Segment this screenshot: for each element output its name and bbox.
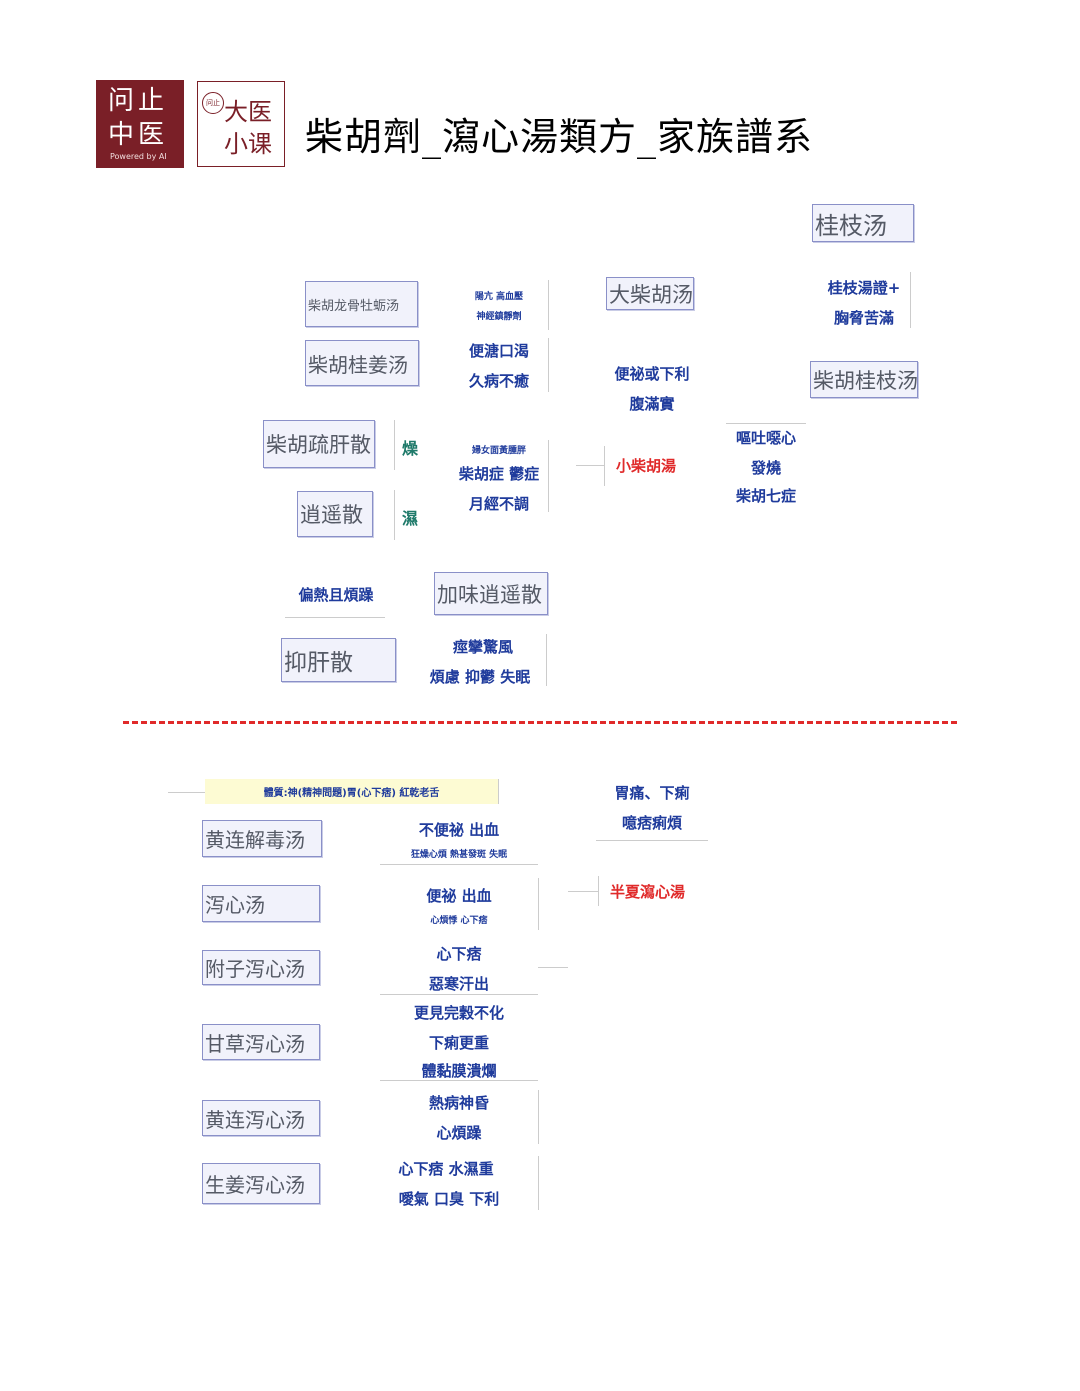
label-qizheng: 柴胡七症 xyxy=(735,487,796,505)
connector-line xyxy=(394,490,395,540)
box-chaihu-longgu-muli-tang: 柴胡龙骨牡蛎汤 xyxy=(305,281,418,327)
logo-seal: 问止 xyxy=(202,92,224,114)
dayi-xiaoke-logo: 问止 大医 小课 xyxy=(197,81,285,167)
connector-line xyxy=(538,1156,539,1210)
connector-line xyxy=(498,779,499,804)
label-aiqi: 噯氣 口臭 下利 xyxy=(398,1190,500,1208)
box-yigan-san: 抑肝散 xyxy=(281,638,396,682)
label-bianmi-chuxue: 便祕 出血 xyxy=(426,887,492,905)
label-xinfanzao: 心煩躁 xyxy=(436,1124,482,1142)
box-guizhi-tang: 桂枝汤 xyxy=(812,204,914,242)
logo-line1: 问止 xyxy=(108,86,169,116)
label-pianre: 偏熱且煩躁 xyxy=(298,586,374,604)
box-chaihu-guijiang-tang: 柴胡桂姜汤 xyxy=(305,340,419,386)
connector-line xyxy=(576,465,604,466)
logo-tagline: Powered by AI xyxy=(110,152,167,161)
label-bianmi: 便祕或下利 xyxy=(614,365,690,383)
box-huanglian-xiexin-tang: 黄连泻心汤 xyxy=(202,1100,320,1136)
label-kuangzao: 狂燥心煩 熱甚發斑 失眠 xyxy=(410,850,508,860)
label-shi: 濕 xyxy=(402,509,419,528)
connector-line xyxy=(380,864,538,865)
connector-line xyxy=(538,967,568,968)
connector-line xyxy=(168,792,205,793)
label-pishui: 心下痞 水濕重 xyxy=(398,1160,494,1178)
label-xiao-chaihu-tang: 小柴胡湯 xyxy=(616,457,677,475)
label-gengjian: 更見完穀不化 xyxy=(413,1004,504,1022)
connector-line xyxy=(548,440,549,512)
label-weitong: 胃痛、下痢 xyxy=(614,784,690,802)
wenzhi-logo: 问止 中医 Powered by AI xyxy=(96,80,184,168)
label-fashao: 發燒 xyxy=(750,459,781,477)
label-xiongxie: 胸脅苦滿 xyxy=(833,309,894,327)
connector-line xyxy=(604,446,605,486)
label-funu: 婦女面黃腫胖 xyxy=(471,446,526,456)
connector-line xyxy=(380,994,538,995)
box-huanglian-jiedu-tang: 黄连解毒汤 xyxy=(202,820,322,857)
connector-line xyxy=(568,891,598,892)
label-banxia-xiexin-tang: 半夏瀉心湯 xyxy=(610,883,686,901)
connector-line xyxy=(598,876,599,906)
section-divider xyxy=(123,721,957,724)
connector-line xyxy=(394,420,395,470)
label-jiubing: 久病不癒 xyxy=(468,372,529,390)
logo2-line1: 大医 xyxy=(224,98,272,126)
box-shengjiang-xiexin-tang: 生姜泻心汤 xyxy=(202,1163,320,1204)
box-jiawei-xiaoyao-san: 加味逍遥散 xyxy=(434,572,548,615)
label-xiali: 下痢更重 xyxy=(428,1034,489,1052)
label-rebing: 熱病神昏 xyxy=(428,1094,489,1112)
box-gancao-xiexin-tang: 甘草泻心汤 xyxy=(202,1024,320,1060)
connector-line xyxy=(538,1090,539,1144)
page-title: 柴胡劑_瀉心湯類方_家族譜系 xyxy=(305,115,814,159)
connector-line xyxy=(726,423,806,424)
box-xiaoyao-san: 逍遥散 xyxy=(297,491,373,537)
label-shenjing: 神經鎮靜劑 xyxy=(476,312,522,322)
label-yuejing: 月經不調 xyxy=(468,495,529,513)
connector-line xyxy=(548,280,549,330)
box-fuzi-xiexin-tang: 附子泻心汤 xyxy=(202,950,320,985)
label-zao: 燥 xyxy=(402,439,419,458)
label-xinfanji: 心煩悸 心下痞 xyxy=(430,916,488,926)
label-ehan: 惡寒汗出 xyxy=(428,975,489,993)
label-bubianmi: 不便祕 出血 xyxy=(418,821,500,839)
logo2-line2: 小课 xyxy=(224,130,272,158)
logo-line2: 中医 xyxy=(108,120,169,150)
label-outu: 嘔吐噁心 xyxy=(735,429,796,447)
label-guizhi-zheng: 桂枝湯證+ xyxy=(827,279,901,297)
label-xinxiapi: 心下痞 xyxy=(436,945,482,963)
label-yangkang: 陽亢 高血壓 xyxy=(474,292,524,302)
label-jingluan: 痙攣驚風 xyxy=(452,638,513,656)
label-biantang: 便溏口渴 xyxy=(468,342,529,360)
box-chaihu-shugan-san: 柴胡疏肝散 xyxy=(263,420,375,468)
label-yuzheng: 柴胡症 鬱症 xyxy=(458,465,540,483)
label-fuman: 腹滿實 xyxy=(629,395,675,413)
label-aipi: 噫痞痢煩 xyxy=(621,814,682,832)
connector-line xyxy=(910,272,911,328)
connector-line xyxy=(285,617,385,618)
label-fanlu: 煩慮 抑鬱 失眠 xyxy=(429,668,531,686)
connector-line xyxy=(596,840,708,841)
connector-line xyxy=(538,878,539,930)
connector-line xyxy=(548,338,549,392)
connector-line xyxy=(380,1080,538,1081)
box-chaihu-guizhi-tang: 柴胡桂枝汤 xyxy=(810,361,918,398)
connector-line xyxy=(546,634,547,686)
box-da-chaihu-tang: 大柴胡汤 xyxy=(606,277,694,310)
box-xiexin-tang: 泻心汤 xyxy=(202,885,320,922)
label-tinian: 體黏膜潰爛 xyxy=(421,1062,497,1080)
constitution-banner: 體質:神(精神問題)胃(心下痞) 紅乾老舌 xyxy=(205,779,498,804)
